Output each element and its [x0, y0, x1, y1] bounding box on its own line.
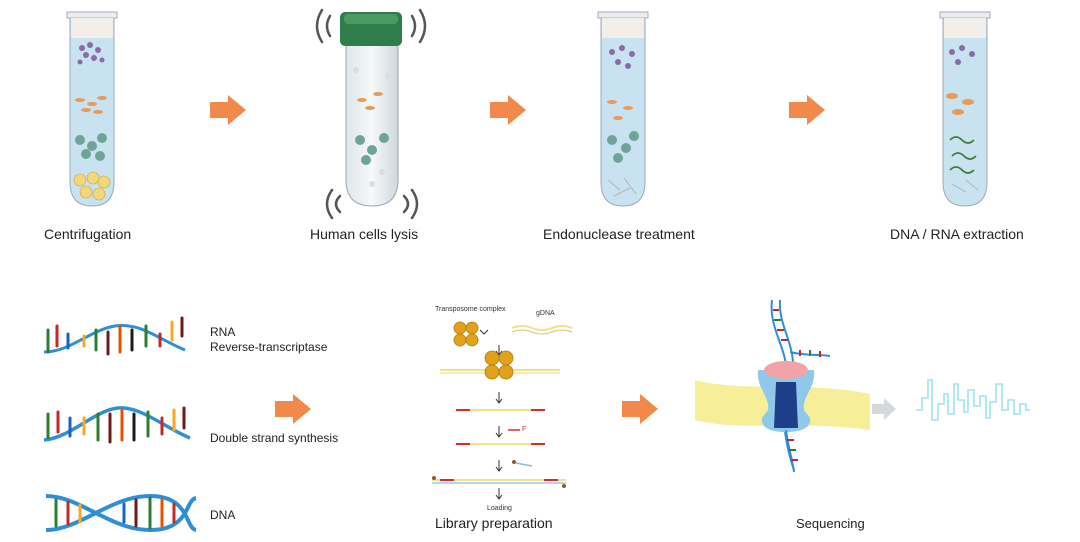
- step-label-lysis: Human cells lysis: [310, 226, 419, 242]
- reverse-transcriptase-label: Reverse-transcriptase: [210, 340, 328, 354]
- library-prep-schematic: [432, 321, 573, 500]
- right-arrow-icon: [490, 95, 526, 125]
- transposome-label: Transposome complex: [435, 306, 506, 313]
- step-label-centrifugation: Centrifugation: [44, 226, 132, 242]
- step-label-endonuclease: Endonuclease treatment: [543, 226, 695, 242]
- gdna-label: gDNA: [536, 310, 555, 317]
- dna-helix-icon: [45, 493, 197, 533]
- right-arrow-icon: [210, 95, 246, 125]
- library-prep-title: Library preparation: [435, 515, 553, 531]
- double-strand-label: Double strand synthesis: [210, 431, 339, 445]
- nanopore-icon: [695, 299, 870, 473]
- test-tube-icon: [939, 11, 991, 207]
- test-tube-icon: [340, 12, 402, 207]
- right-arrow-icon: [789, 95, 825, 125]
- transposome-icon: [453, 321, 479, 347]
- signal-trace-icon: [916, 379, 1030, 421]
- rna-strand-icon: [43, 316, 186, 356]
- right-arrow-icon: [872, 398, 896, 420]
- loading-label: Loading: [487, 505, 512, 512]
- shaking-lines-icon: [315, 8, 427, 220]
- cdna-strand-icon: [43, 406, 191, 444]
- right-arrow-icon: [622, 394, 658, 424]
- step-label-extraction: DNA / RNA extraction: [890, 226, 1024, 242]
- transposome-icon: [484, 350, 514, 380]
- test-tube-icon: [66, 11, 118, 207]
- rna-label: RNA: [210, 325, 236, 339]
- primer-label: F: [522, 426, 527, 433]
- sequencing-title: Sequencing: [796, 516, 865, 531]
- dna-label: DNA: [210, 508, 236, 522]
- test-tube-icon: [597, 11, 649, 207]
- right-arrow-icon: [275, 394, 311, 424]
